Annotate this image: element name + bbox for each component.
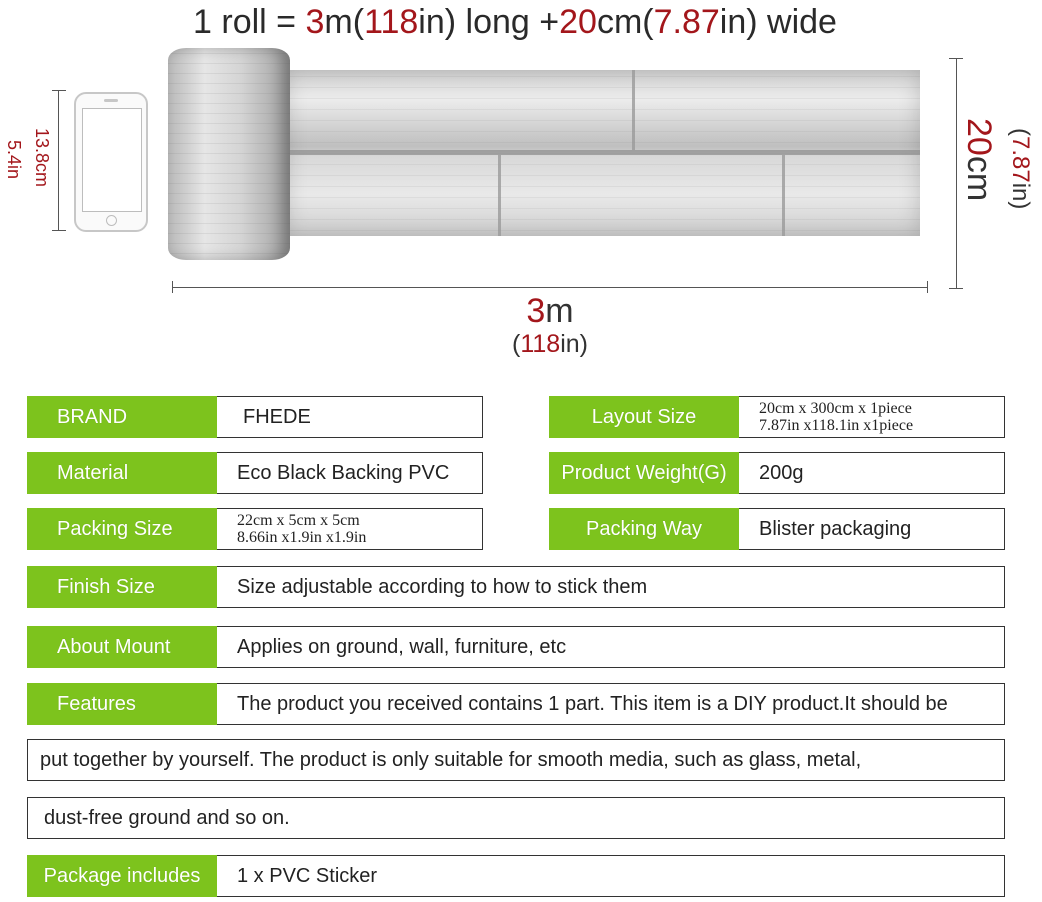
headline-length-in: 118	[364, 3, 419, 41]
wood-texture-strip	[286, 70, 920, 236]
features-value-line3: dust-free ground and so on.	[27, 797, 1005, 839]
phone-height-in: 5.4in	[4, 140, 24, 180]
headline-length-in-unit: in) long +	[418, 3, 560, 41]
width-in-label: (7.87in)	[1007, 128, 1034, 210]
length-dimension-line	[172, 287, 928, 288]
headline-width-cm: 20	[559, 3, 597, 41]
length-dimension-tick-right	[927, 281, 928, 293]
packing-size-label: Packing Size	[27, 508, 217, 550]
weight-label: Product Weight(G)	[549, 452, 739, 494]
length-m-label: 3m	[526, 292, 574, 330]
headline-width-cm-unit: cm(	[596, 3, 654, 41]
headline-width-in: 7.87	[653, 3, 720, 41]
finish-size-value: Size adjustable according to how to stic…	[217, 566, 1005, 608]
brand-value: FHEDE	[217, 396, 483, 438]
packing-way-label: Packing Way	[549, 508, 739, 550]
packing-size-line1: 22cm x 5cm x 5cm	[237, 512, 360, 529]
material-label: Material	[27, 452, 217, 494]
width-dimension-line	[956, 58, 957, 288]
about-mount-label: About Mount	[27, 626, 217, 668]
packing-size-value: 22cm x 5cm x 5cm 8.66in x1.9in x1.9in	[217, 508, 483, 550]
brand-label: BRAND	[27, 396, 217, 438]
layout-size-line2: 7.87in x118.1in x1piece	[759, 417, 914, 434]
length-in-label: (118in)	[512, 330, 588, 358]
layout-size-value: 20cm x 300cm x 1piece 7.87in x118.1in x1…	[739, 396, 1005, 438]
headline-length-m: 3	[305, 3, 325, 41]
phone-height-cm: 13.8cm	[32, 128, 52, 188]
layout-size-label: Layout Size	[549, 396, 739, 438]
phone-dimension-line	[58, 90, 59, 230]
headline-length-m-unit: m(	[324, 3, 365, 41]
headline: 1 roll = 3m(118in) long +20cm(7.87in) wi…	[0, 0, 1042, 44]
width-dimension-tick-bottom	[949, 288, 963, 289]
width-dimension-tick-top	[949, 58, 963, 59]
features-value-line1: The product you received contains 1 part…	[217, 683, 1005, 725]
phone-dimension-tick-top	[52, 90, 66, 91]
package-includes-value: 1 x PVC Sticker	[217, 855, 1005, 897]
weight-value: 200g	[739, 452, 1005, 494]
phone-dimension-tick-bottom	[52, 230, 66, 231]
features-value-line2: put together by yourself. The product is…	[27, 739, 1005, 781]
headline-prefix: 1 roll =	[193, 3, 306, 41]
features-label: Features	[27, 683, 217, 725]
wood-roll-image	[168, 48, 290, 260]
headline-width-in-unit: in) wide	[719, 3, 837, 41]
finish-size-label: Finish Size	[27, 566, 217, 608]
packing-size-line2: 8.66in x1.9in x1.9in	[237, 529, 367, 546]
layout-size-line1: 20cm x 300cm x 1piece	[759, 400, 912, 417]
phone-icon	[74, 92, 148, 232]
package-includes-label: Package includes	[27, 855, 217, 897]
about-mount-value: Applies on ground, wall, furniture, etc	[217, 626, 1005, 668]
material-value: Eco Black Backing PVC	[217, 452, 483, 494]
width-cm-label: 20cm	[960, 118, 998, 202]
packing-way-value: Blister packaging	[739, 508, 1005, 550]
length-dimension-tick-left	[172, 281, 173, 293]
